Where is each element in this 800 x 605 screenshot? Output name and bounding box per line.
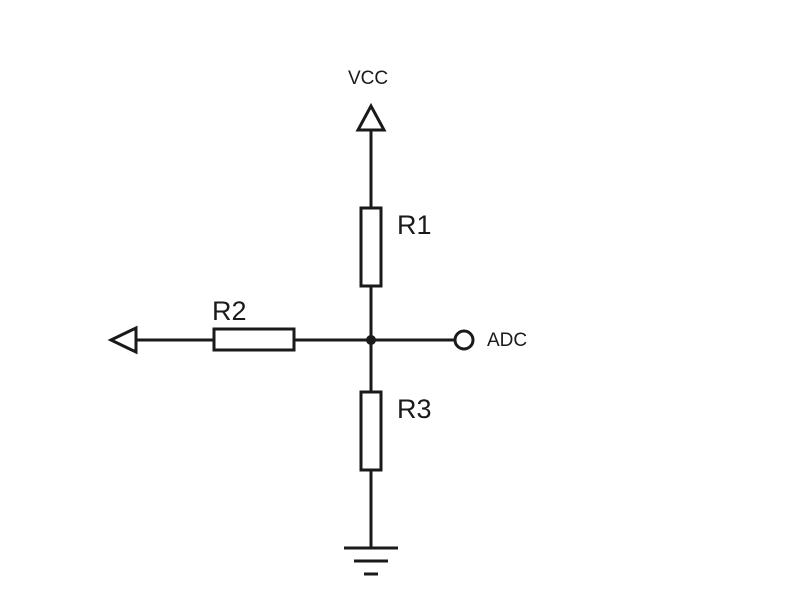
vcc-arrow-icon [355, 102, 387, 132]
ground-icon [344, 546, 398, 576]
adc-terminal-icon [453, 329, 475, 351]
resistor-r1-label: R1 [397, 210, 432, 240]
adc-label: ADC [487, 330, 527, 351]
resistor-r1-body [359, 206, 383, 288]
resistor-r2: R2 [212, 296, 296, 352]
resistor-r1: R1 [359, 206, 432, 288]
resistor-r3-label: R3 [397, 394, 432, 424]
output-arrow-left-icon [107, 325, 138, 355]
resistor-r2-body [212, 327, 296, 352]
adc-terminal: ADC [453, 329, 527, 351]
resistor-r3-body [359, 390, 383, 472]
vcc-label: VCC [348, 68, 388, 89]
resistor-r3: R3 [359, 390, 432, 472]
resistor-r2-label: R2 [212, 296, 247, 326]
vcc-supply: VCC [348, 68, 388, 132]
